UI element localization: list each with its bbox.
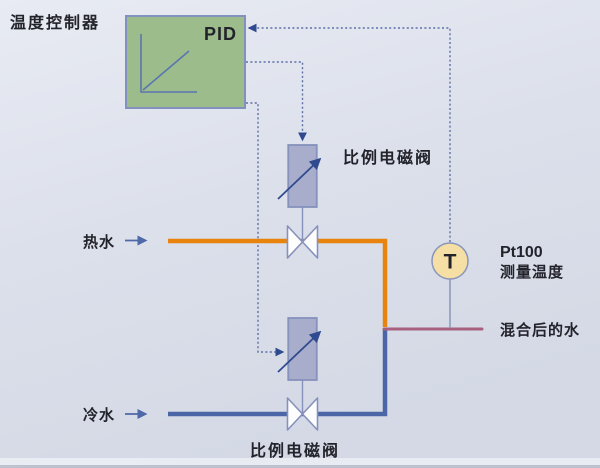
cold-water-label: 冷水 (83, 406, 115, 424)
characteristic-curve-icon (140, 34, 197, 93)
proportional-arrow-icon (277, 157, 322, 200)
proportional-valve-bottom (277, 317, 322, 431)
page-bottom-edge (0, 465, 600, 468)
valve-bottom-label: 比例电磁阀 (250, 441, 340, 460)
valve-icon (286, 397, 319, 431)
valve-icon (286, 225, 319, 259)
valve-top-label: 比例电磁阀 (343, 148, 433, 167)
pid-label: PID (204, 24, 237, 44)
feedback-signal-line (247, 23, 451, 242)
cold-water-pipe (168, 329, 388, 417)
pipes (168, 238, 484, 417)
sensor-circle-icon (431, 242, 469, 280)
hot-water-label: 热水 (83, 233, 115, 251)
sensor-letter: T (444, 251, 457, 274)
control-signal-bottom-valve (246, 102, 285, 357)
controller-title: 温度控制器 (9, 13, 100, 32)
signal-lines (246, 23, 451, 357)
proportional-arrow-icon (277, 330, 322, 373)
temperature-sensor: T (431, 242, 469, 328)
sensor-desc-label: 测量温度 (500, 263, 564, 281)
pid-controller: PID (125, 15, 246, 109)
cold-water-inlet: 冷水 (83, 406, 148, 424)
control-signal-top-valve (246, 61, 308, 142)
proportional-valve-top (277, 144, 322, 259)
hot-water-pipe (168, 238, 388, 327)
page-bottom-strip (0, 458, 600, 465)
mixed-water-label: 混合后的水 (500, 321, 580, 339)
sensor-type-label: Pt100 (500, 244, 543, 261)
hot-water-inlet: 热水 (83, 233, 148, 251)
